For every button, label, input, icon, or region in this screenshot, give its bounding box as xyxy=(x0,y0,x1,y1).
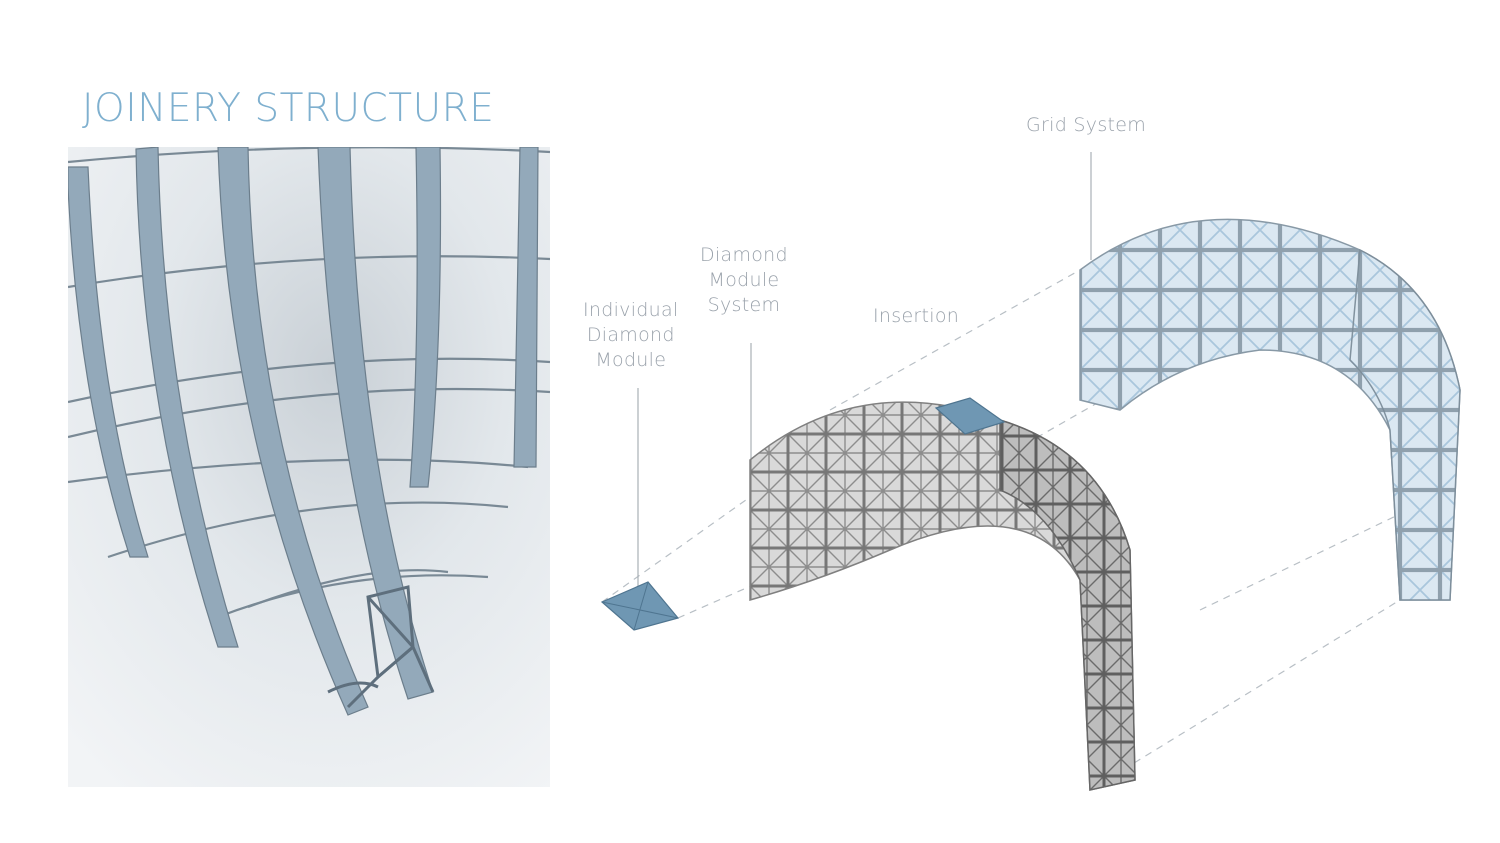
joinery-photo xyxy=(68,147,550,787)
label-diamond-module-system: Diamond Module System xyxy=(700,243,788,318)
label-insertion: Insertion xyxy=(873,304,959,329)
page-title: JOINERY STRUCTURE xyxy=(82,86,495,131)
individual-diamond-module xyxy=(600,581,680,631)
label-grid-system-text: Grid System xyxy=(1026,114,1147,136)
label-line: Diamond xyxy=(586,324,675,346)
label-insertion-text: Insertion xyxy=(873,305,960,327)
label-line: Individual xyxy=(583,299,679,321)
label-individual-diamond-module: Individual Diamond Module xyxy=(583,298,679,373)
label-line: Module xyxy=(595,349,667,371)
label-grid-system: Grid System xyxy=(1026,113,1146,138)
grid-system xyxy=(1079,218,1461,601)
label-line: Module xyxy=(708,269,780,291)
leader-lines xyxy=(637,152,1092,600)
label-line: Diamond xyxy=(700,244,788,266)
exploded-axonometric-diagram xyxy=(600,152,1461,791)
diamond-module-system xyxy=(749,397,1136,791)
label-line: System xyxy=(707,294,781,316)
